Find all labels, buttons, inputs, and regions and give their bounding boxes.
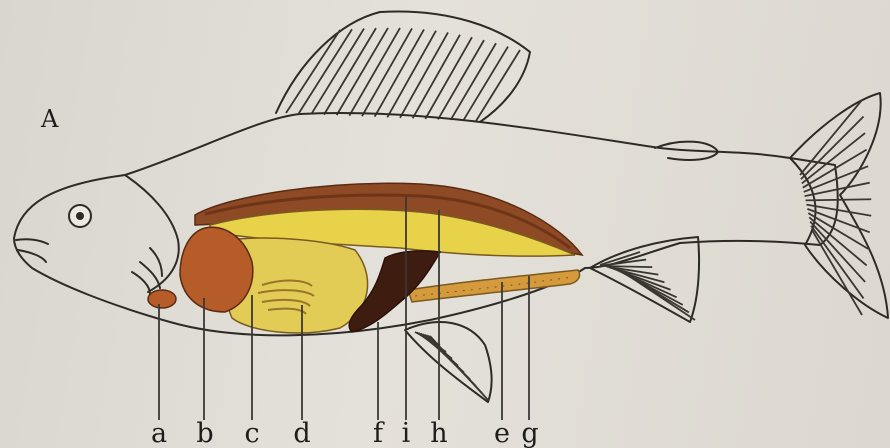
- dorsal-fin-ray: [413, 35, 460, 119]
- label-e: e: [494, 418, 510, 448]
- dorsal-fin: [276, 11, 530, 122]
- caudal-fin-ray: [812, 230, 862, 315]
- label-g: g: [521, 418, 538, 448]
- dorsal-fin-ray: [362, 28, 412, 116]
- heart: [148, 290, 176, 308]
- dorsal-fin-ray: [387, 31, 436, 118]
- dorsal-fin-ray: [438, 40, 484, 119]
- label-a: a: [151, 418, 167, 448]
- label-h: h: [430, 418, 447, 448]
- dorsal-fin-ray: [425, 37, 472, 119]
- dorsal-fin-ray: [311, 29, 364, 114]
- pupil: [76, 212, 84, 220]
- caudal-fin: [790, 93, 888, 318]
- dorsal-fin-ray: [463, 47, 508, 121]
- dorsal-fin-ray: [375, 29, 424, 116]
- label-i: i: [402, 418, 411, 448]
- dorsal-fin-ray: [400, 32, 448, 117]
- anal-fin-ray: [620, 270, 695, 320]
- label-b: b: [196, 418, 213, 448]
- pelvic-fin: [405, 322, 492, 402]
- anal-fin: [590, 237, 699, 322]
- dorsal-fin-ray: [476, 50, 520, 121]
- caudal-fin-ray: [806, 199, 872, 200]
- label-d: d: [293, 418, 310, 448]
- label-c: c: [244, 418, 259, 448]
- dorsal-fin-ray: [451, 43, 496, 120]
- label-f: f: [373, 418, 385, 448]
- panel-letter: A: [40, 105, 59, 133]
- mouth: [16, 239, 48, 262]
- gonad: [408, 270, 580, 302]
